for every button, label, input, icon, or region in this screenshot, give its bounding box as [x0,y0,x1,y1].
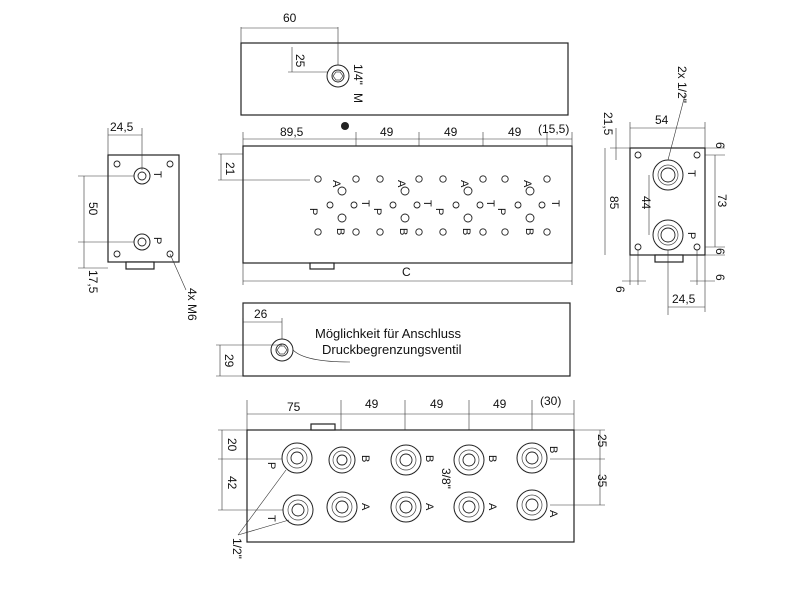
bottom-view: 75 49 49 49 (30) 20 42 25 35 P B B [218,394,609,559]
dim-right-54: 54 [655,113,669,127]
dim-right-21-5: 21,5 [601,112,615,136]
section-view: 26 29 Möglichkeit für Anschluss Druckbeg… [216,302,571,377]
label-right-2x-half: 2x 1/2" [675,66,689,103]
front-label-P-4: P [495,208,507,215]
front-label-B-4: B [523,228,535,235]
dim-bottom-75: 75 [287,400,301,414]
label-left-4xM6: 4x M6 [185,288,199,321]
bottom-label-A-4: A [547,510,559,518]
front-label-T-4: T [549,200,561,207]
label-bottom-half: 1/2" [230,538,244,559]
front-label-P-2: P [371,208,383,215]
note-line-1: Möglichkeit für Anschluss [315,326,461,341]
dim-bottom-42: 42 [225,476,239,490]
dim-top-25: 25 [293,54,307,68]
dim-bottom-35: 35 [595,474,609,488]
dim-right-6-bl: 6 [613,286,627,293]
front-hole-pattern [314,175,551,236]
dim-front-C: C [402,265,411,279]
dim-section-26: 26 [254,307,268,321]
dim-front-49c: 49 [508,125,522,139]
dim-right-6-mid: 6 [713,248,727,255]
front-label-T-1: T [359,200,371,207]
bottom-label-A-2: A [423,503,435,511]
front-label-P-1: P [307,208,319,215]
label-top-quarter: 1/4" [351,64,365,85]
bottom-label-T: T [265,515,277,522]
top-view: 60 25 1/4" M [240,11,569,116]
right-side-view: T P 54 21,5 2x 1/2" 6 85 44 73 6 6 6 24,… [601,66,729,315]
front-label-B-3: B [460,228,472,235]
dim-bottom-20: 20 [225,438,239,452]
note-line-2: Druckbegrenzungsventil [322,342,462,357]
dim-front-49b: 49 [444,125,458,139]
dim-front-15-5: (15,5) [538,122,569,136]
front-view: 89,5 49 49 49 (15,5) 21 C [218,122,573,285]
dim-right-73: 73 [715,194,729,208]
label-bottom-3-8: 3/8" [439,468,453,489]
dim-bottom-49c: 49 [493,397,507,411]
dim-right-44: 44 [639,196,653,210]
dim-left-50: 50 [86,202,100,216]
dim-bottom-30: (30) [540,394,561,408]
dim-left-24-5: 24,5 [110,120,134,134]
front-label-T-2: T [421,200,433,207]
bottom-label-A-3: A [486,503,498,511]
dim-right-6-br: 6 [713,274,727,281]
front-label-A-3: A [458,180,470,188]
bottom-label-B-4: B [547,446,559,453]
dim-section-29: 29 [222,354,236,368]
front-label-P-3: P [433,208,445,215]
dim-bottom-25: 25 [595,434,609,448]
front-label-A-2: A [395,180,407,188]
bottom-label-P: P [265,462,277,469]
left-side-view: T P 24,5 50 17,5 4x M6 [78,120,199,321]
dim-right-85: 85 [607,196,621,210]
bottom-label-B-1: B [359,455,371,462]
left-label-T: T [151,171,163,178]
dim-top-60: 60 [283,11,297,25]
front-label-A-4: A [521,180,533,188]
dim-front-49a: 49 [380,125,394,139]
front-port-letters: A P T B A P T B A P T B A P T B [307,180,561,235]
bottom-label-B-2: B [423,455,435,462]
right-label-P: P [685,232,697,239]
front-label-B-1: B [334,228,346,235]
front-label-B-2: B [397,228,409,235]
dim-bottom-49a: 49 [365,397,379,411]
label-top-M: M [351,93,365,103]
right-label-T: T [685,170,697,177]
bottom-label-B-3: B [486,455,498,462]
front-label-A-1: A [330,180,342,188]
bottom-ports [281,442,548,526]
dim-right-6-top: 6 [713,142,727,149]
dim-front-89-5: 89,5 [280,125,304,139]
left-label-P: P [151,237,163,244]
dim-front-21: 21 [223,162,237,176]
bottom-label-A-1: A [359,503,371,511]
dim-left-17-5: 17,5 [86,270,100,294]
front-label-T-3: T [484,200,496,207]
dim-right-24-5: 24,5 [672,292,696,306]
dim-bottom-49b: 49 [430,397,444,411]
